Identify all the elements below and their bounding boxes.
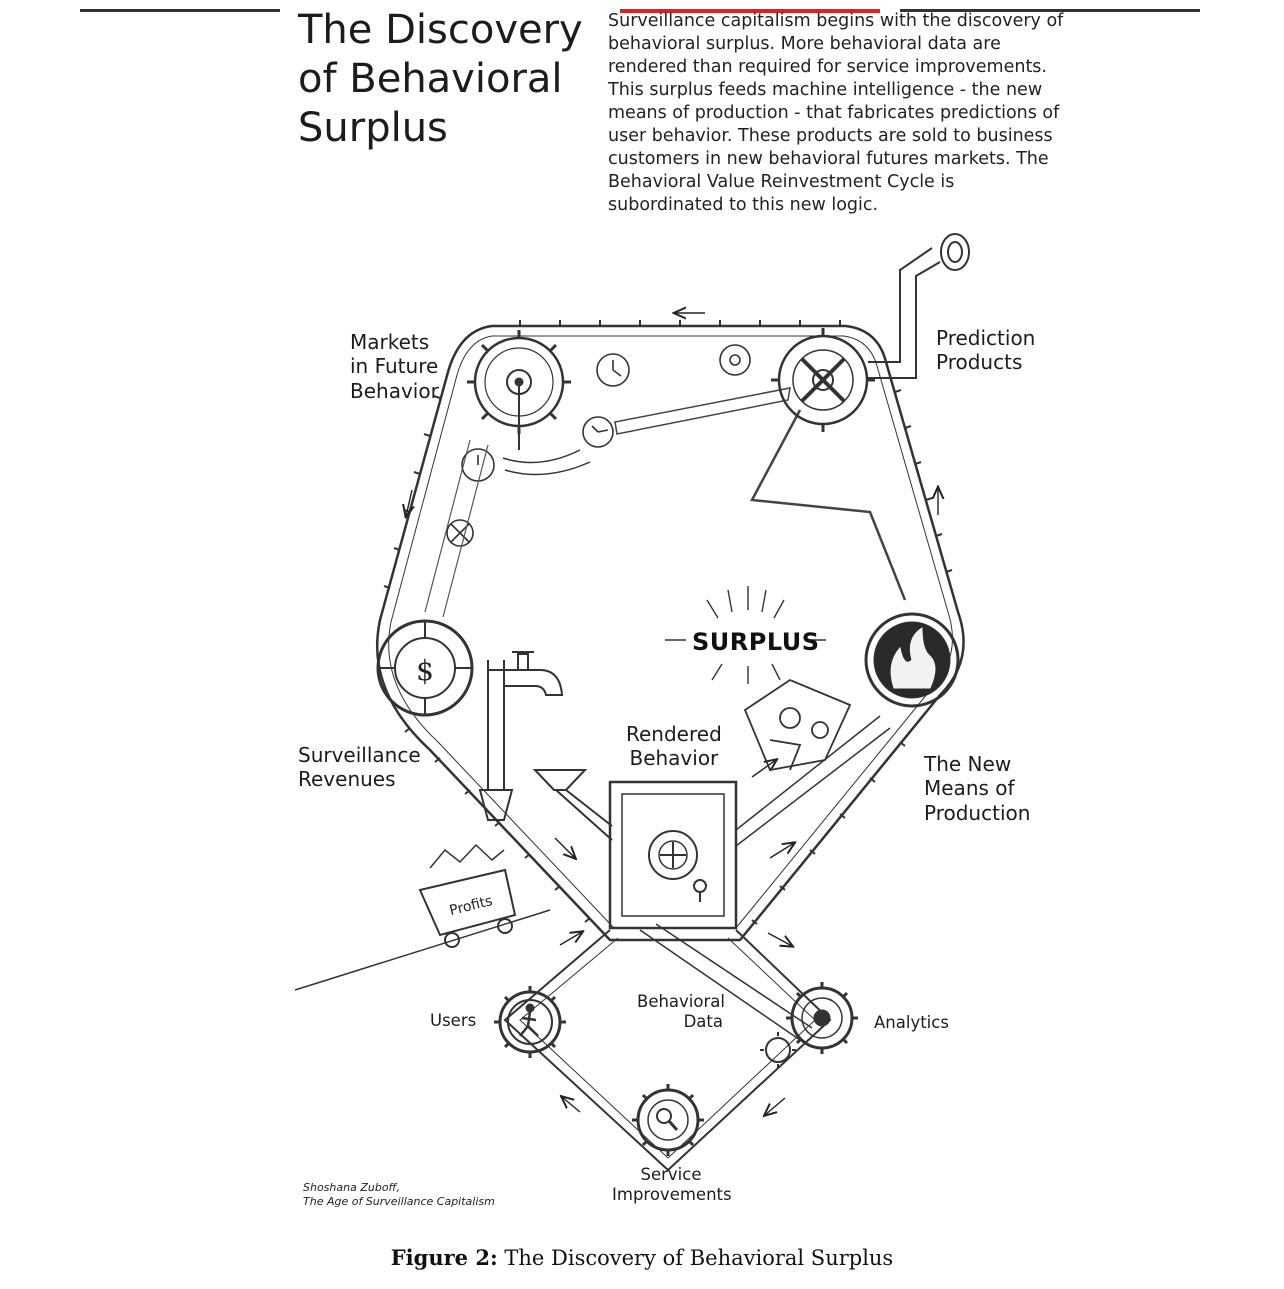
- revenues-line-1: Surveillance: [298, 743, 421, 767]
- service-gear-icon: [632, 1084, 704, 1156]
- dollar-sign: $: [416, 654, 434, 687]
- description-line: customers in new behavioral futures mark…: [608, 149, 1049, 169]
- users-label: Users: [430, 1011, 477, 1030]
- new-means-line-1: The New: [924, 752, 1012, 776]
- revenues-line-2: Revenues: [298, 767, 396, 792]
- safe-icon: [608, 780, 738, 930]
- profits-cart-icon: [294, 843, 551, 991]
- markets-line-1: Markets: [350, 330, 430, 354]
- caption-prefix: Figure 2:: [390, 1245, 498, 1270]
- description-line: user behavior. These products are sold t…: [608, 126, 1053, 146]
- analytics-label: Analytics: [874, 1013, 949, 1032]
- title-line-1: The Discovery: [298, 7, 583, 53]
- behavioral-data-line-2: Data: [683, 1012, 723, 1032]
- dial-icons: [446, 344, 751, 547]
- belt-teeth: [383, 320, 953, 925]
- rendered-line-2: Behavior: [629, 746, 719, 771]
- rendered-behavior-label: Rendered Behavior: [626, 722, 722, 771]
- description-line: rendered than required for service impro…: [608, 57, 1047, 77]
- author-credit: Shoshana Zuboff, The Age of Surveillance…: [303, 1181, 495, 1210]
- service-improvements-label: Service Improvements: [612, 1165, 732, 1205]
- description-paragraph: Surveillance capitalism begins with the …: [608, 10, 1068, 217]
- behavioral-value-reinvestment-cycle: [503, 929, 832, 1172]
- machine-intelligence-icon: [743, 678, 852, 772]
- figure-caption: Figure 2: The Discovery of Behavioral Su…: [0, 1245, 1284, 1270]
- left-chute: [424, 439, 489, 618]
- faucet-icon: [478, 651, 564, 821]
- diagram-title: The Discovery of Behavioral Surplus: [298, 6, 583, 152]
- credit-author: Shoshana Zuboff,: [303, 1181, 400, 1194]
- cropped-header-fragment: [80, 9, 1200, 13]
- description-line: subordinated to this new logic.: [608, 195, 879, 215]
- markets-label: Markets in Future Behavior: [350, 330, 439, 403]
- surplus-burst: [665, 586, 826, 684]
- flow-arrows: [406, 313, 938, 1115]
- behavioral-data-line-1: Behavioral: [637, 992, 725, 1011]
- prediction-gear-icon: [771, 328, 875, 432]
- cropped-red-text: [620, 9, 880, 13]
- new-means-of-production-label: The New Means of Production: [924, 752, 1030, 825]
- service-line-1: Service: [640, 1165, 702, 1184]
- markets-line-3: Behavior: [350, 378, 439, 403]
- caption-text: The Discovery of Behavioral Surplus: [497, 1246, 894, 1270]
- description-line: This surplus feeds machine intelligence …: [608, 80, 1043, 100]
- rendered-line-1: Rendered: [626, 722, 722, 746]
- top-cropped-strip: [0, 0, 1284, 13]
- cropped-black-text-right: [900, 9, 1200, 12]
- surveillance-revenues-label: Surveillance Revenues: [298, 743, 421, 792]
- credit-book: The Age of Surveillance Capitalism: [303, 1195, 495, 1209]
- markets-gear-icon: [467, 330, 591, 476]
- furnace-gear-icon: [864, 612, 960, 708]
- prediction-line-1: Prediction: [936, 326, 1036, 350]
- profits-label: Profits: [448, 893, 494, 919]
- connecting-arm: [614, 387, 907, 601]
- title-line-3: Surplus: [298, 104, 448, 151]
- description-line: Behavioral Value Reinvestment Cycle is: [608, 172, 955, 192]
- behavioral-data-label: Behavioral Data: [637, 992, 725, 1032]
- prediction-output-pipe-icon: [868, 233, 970, 379]
- description-line: Surveillance capitalism begins with the …: [608, 11, 1064, 31]
- production-chain: [735, 715, 891, 847]
- title-line-2: of Behavioral: [298, 55, 563, 102]
- prediction-line-2: Products: [936, 350, 1023, 375]
- prediction-products-label: Prediction Products: [936, 326, 1035, 375]
- description-line: means of production - that fabricates pr…: [608, 103, 1060, 123]
- new-means-line-2: Means of: [924, 776, 1015, 801]
- users-gear-icon: [494, 986, 566, 1058]
- surplus-label: SURPLUS: [692, 628, 820, 656]
- analytics-gear-icon: [760, 982, 858, 1068]
- markets-line-2: in Future: [350, 354, 439, 379]
- funnel-icon: [532, 769, 613, 841]
- behavioral-data-conveyor: [639, 923, 813, 1041]
- cropped-black-text: [80, 9, 280, 12]
- revenue-gear-icon: [376, 619, 474, 717]
- service-line-2: Improvements: [612, 1185, 732, 1205]
- new-means-line-3: Production: [924, 800, 1031, 825]
- description-line: behavioral surplus. More behavioral data…: [608, 34, 1001, 54]
